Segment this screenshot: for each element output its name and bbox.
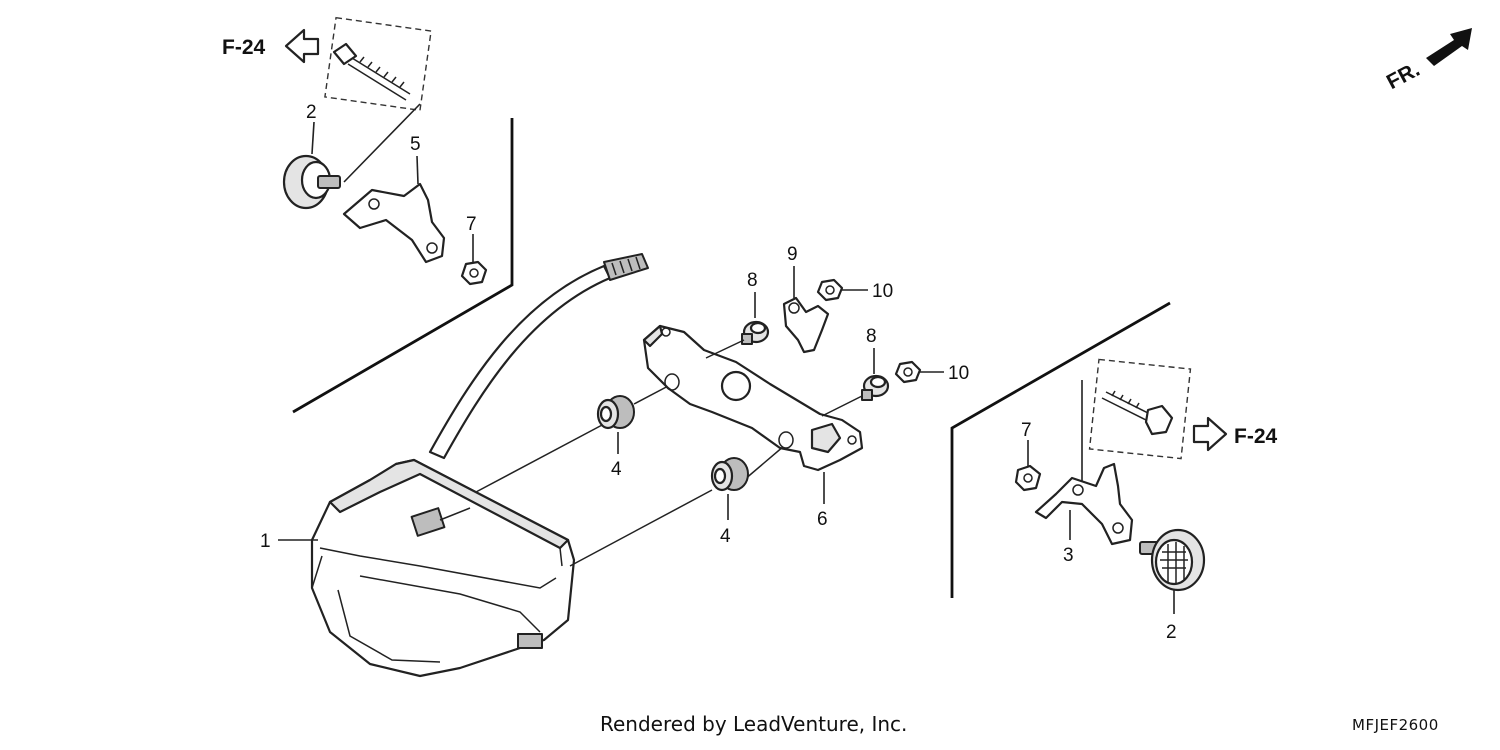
upper-grommet (596, 395, 635, 430)
upper-grommet-line (475, 423, 605, 493)
callout-2-right: 2 (1166, 622, 1177, 643)
callout-8-lower: 8 (866, 326, 877, 347)
right-section-frame (950, 301, 1171, 598)
right-bolt (1101, 390, 1174, 436)
right-reflector (1139, 528, 1206, 592)
tail-light-wire (428, 253, 649, 460)
lower-collar-line (821, 395, 863, 417)
tail-light-stay (642, 324, 864, 472)
right-bolt-dashed-box (1088, 358, 1192, 460)
callout-4-upper: 4 (611, 459, 622, 480)
hollow-arrow-left-icon (284, 28, 320, 64)
right-stay-bracket (1034, 462, 1134, 546)
callout-10-lower: 10 (948, 363, 969, 384)
upper-collar (741, 320, 770, 345)
lower-collar (861, 374, 890, 401)
upper-nut (816, 278, 844, 302)
callout-1: 1 (260, 531, 271, 552)
left-section-frame (292, 118, 514, 414)
callout-5: 5 (410, 134, 421, 155)
left-c2-leader (311, 121, 315, 155)
callout-4-lower: 4 (720, 526, 731, 547)
footer-credit: Rendered by LeadVenture, Inc. (600, 712, 908, 736)
front-label: FR. (1383, 58, 1424, 94)
callout-8-upper: 8 (747, 270, 758, 291)
solid-arrow-front-icon (1426, 28, 1472, 66)
tail-light-assembly (310, 458, 576, 678)
lower-grommet (710, 457, 749, 492)
callout-7-right: 7 (1021, 420, 1032, 441)
left-rubber-mount (282, 154, 341, 210)
left-f24-label: F-24 (222, 36, 266, 59)
upper-bracket-line (633, 383, 673, 405)
right-nut (1014, 464, 1042, 492)
upper-collar-line (705, 339, 745, 359)
callout-2-left: 2 (306, 102, 317, 123)
hollow-arrow-right-icon (1192, 416, 1228, 452)
left-bolt-dashed-box (324, 16, 432, 112)
clip (782, 296, 830, 354)
callout-3: 3 (1063, 545, 1074, 566)
lower-grommet-line (569, 489, 713, 567)
callout-10-upper: 10 (872, 281, 893, 302)
right-f24-label: F-24 (1234, 425, 1278, 448)
left-nut (460, 260, 488, 286)
callout-6: 6 (817, 509, 828, 530)
lower-bracket-line (743, 445, 785, 481)
left-bolt (332, 42, 411, 101)
lower-nut (894, 360, 922, 384)
callout-9: 9 (787, 244, 798, 265)
left-bolt-leader (343, 103, 421, 183)
callout-7-left: 7 (466, 214, 477, 235)
left-c5-leader (416, 155, 419, 185)
left-stay-bracket (342, 182, 446, 264)
diagram-code: MFJEF2600 (1352, 716, 1439, 734)
